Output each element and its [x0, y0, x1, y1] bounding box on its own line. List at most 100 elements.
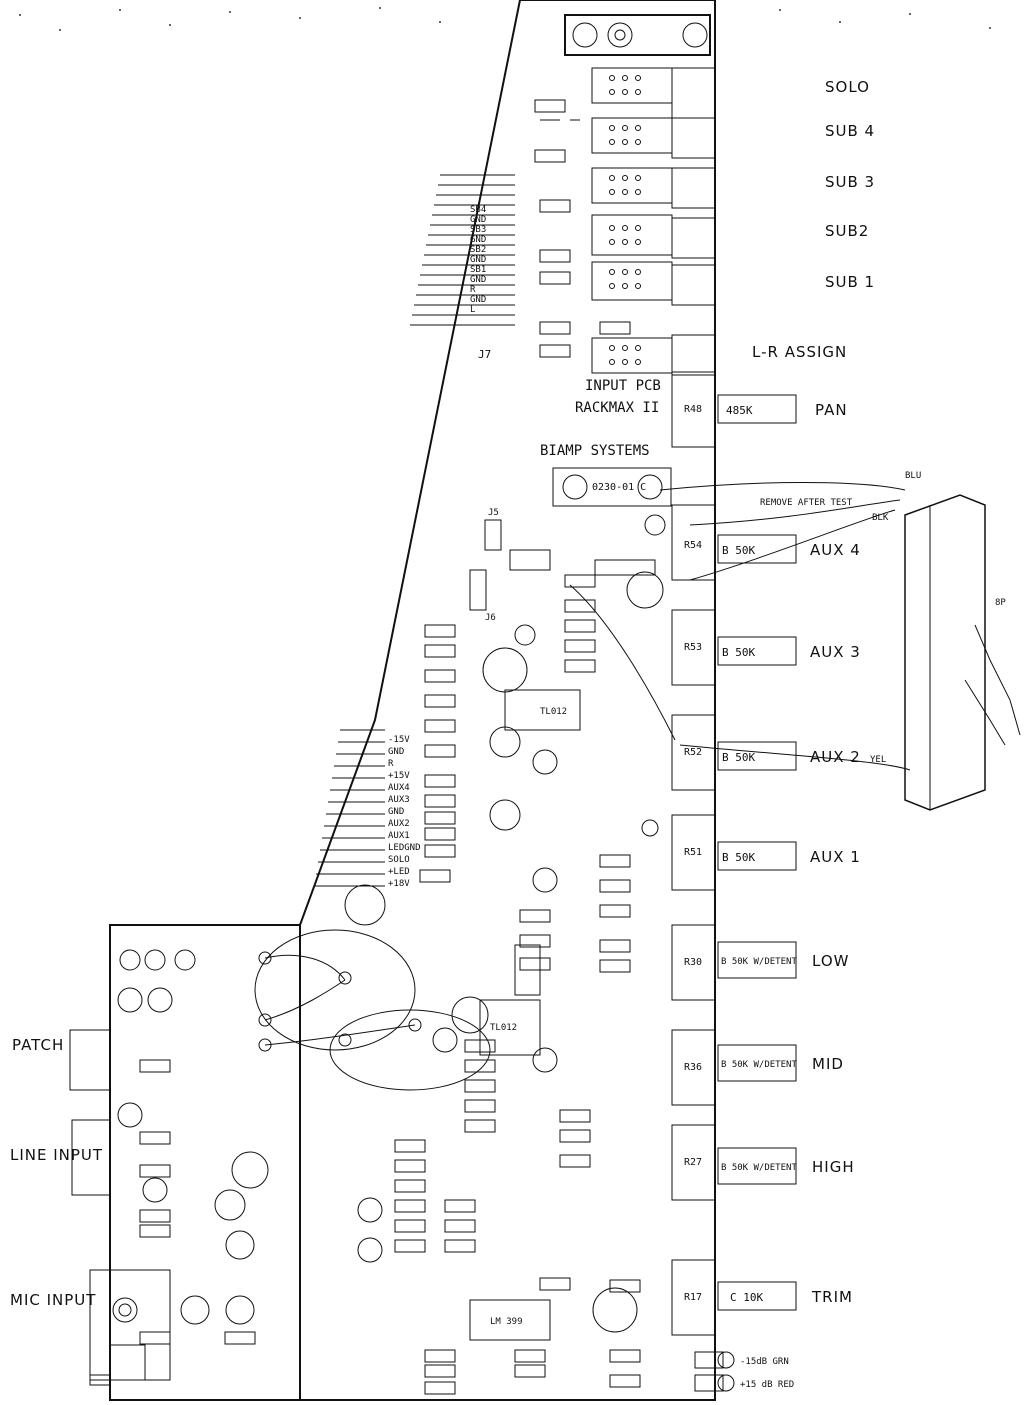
- pot-value-r53: B 50K: [722, 646, 755, 659]
- control-label-lr: L-R ASSIGN: [752, 343, 847, 361]
- ic-u2: [504, 689, 581, 731]
- bus-pin-gnd: GND: [470, 275, 486, 285]
- resistors: [139, 99, 641, 1395]
- control-label-aux3: AUX 3: [810, 643, 861, 661]
- power-pin: AUX4: [388, 783, 410, 793]
- mount-hole: [562, 474, 588, 500]
- power-pin: +18V: [388, 879, 410, 889]
- switch-bank: [591, 67, 716, 376]
- control-label-sub4: SUB 4: [825, 122, 875, 140]
- led-label-d6: -15dB GRN: [740, 1357, 789, 1367]
- patch-pad: [338, 971, 352, 985]
- bus-pin-gnd: GND: [470, 235, 486, 245]
- control-label-mid: MID: [812, 1055, 844, 1073]
- ic-u3: [469, 1299, 551, 1341]
- led-bank: [694, 1351, 735, 1392]
- power-pin: AUX2: [388, 819, 410, 829]
- pot-value-r52: B 50K: [722, 751, 755, 764]
- pot-ref-r52: R52: [684, 747, 702, 758]
- control-label-pan: PAN: [815, 401, 848, 419]
- patch-pad: [338, 1033, 352, 1047]
- scan-noise: [19, 7, 991, 31]
- top-connector: [564, 14, 711, 56]
- power-pin: AUX3: [388, 795, 410, 805]
- jack-label-line: LINE INPUT: [10, 1146, 103, 1164]
- fader-wire-blu: BLU: [905, 471, 921, 481]
- control-label-trim: TRIM: [811, 1288, 853, 1306]
- bus-pin-labels: SB4 GND SB3 GND SB2 GND SB1 GND R GND L: [470, 205, 486, 315]
- mount-hole: [637, 474, 663, 500]
- board-part-number: 0230-01 C: [592, 482, 646, 493]
- control-label-sub2: SUB2: [825, 222, 869, 240]
- pot-value-r27: B 50K W/DETENT: [721, 1163, 797, 1173]
- bus-pin-r: R: [470, 285, 476, 295]
- board-model: RACKMAX II: [575, 400, 659, 416]
- power-pin-labels: -15V GND R +15V AUX4 AUX3 GND AUX2 AUX1 …: [388, 735, 421, 889]
- led-label-d7: +15 dB RED: [740, 1380, 794, 1390]
- ic-u1: [479, 999, 541, 1056]
- connector-j5: J5: [488, 508, 499, 518]
- bus-pin-gnd: GND: [470, 215, 486, 225]
- pot-ref-r30: R30: [684, 957, 702, 968]
- power-pin: SOLO: [388, 855, 410, 865]
- power-pin: LEDGND: [388, 843, 421, 853]
- patch-pad: [258, 1013, 272, 1027]
- pot-value-r17: C 10K: [730, 1291, 763, 1304]
- patch-pad: [258, 951, 272, 965]
- ic-u2-part: TL012: [540, 707, 567, 717]
- power-pin: R: [388, 759, 394, 769]
- bus-pin-sb4: SB4: [470, 205, 486, 215]
- power-header-leads: [314, 729, 385, 887]
- aux-jumper: [509, 549, 551, 571]
- board-name: INPUT PCB: [585, 378, 661, 394]
- power-pin: +LED: [388, 867, 410, 877]
- power-pin: GND: [388, 747, 404, 757]
- ic-u3-part: LM 399: [490, 1317, 523, 1327]
- pot-ref-r54: R54: [684, 540, 702, 551]
- ic-u1-part: TL012: [490, 1023, 517, 1033]
- fader-body: [904, 494, 1021, 811]
- pot-ref-r17: R17: [684, 1292, 702, 1303]
- bus-pin-sb1: SB1: [470, 265, 486, 275]
- switch-dots: [609, 75, 641, 365]
- control-label-sub1: SUB 1: [825, 273, 875, 291]
- bus-pin-sb2: SB2: [470, 245, 486, 255]
- power-pin: GND: [388, 807, 404, 817]
- power-pin: +15V: [388, 771, 410, 781]
- pcb-outline: [109, 0, 716, 1401]
- pot-value-r54: B 50K: [722, 544, 755, 557]
- pot-ref-r53: R53: [684, 642, 702, 653]
- patch-pad: [408, 1018, 422, 1032]
- control-label-sub3: SUB 3: [825, 173, 875, 191]
- jack-section: [69, 949, 255, 1386]
- bus-header-leads: [410, 174, 515, 326]
- bus-pin-sb3: SB3: [470, 225, 486, 235]
- jumper-j6: [469, 569, 487, 611]
- pot-ref-r27: R27: [684, 1157, 702, 1168]
- control-label-aux2: AUX 2: [810, 748, 861, 766]
- bus-pin-gnd: GND: [470, 255, 486, 265]
- pot-ref-r36: R36: [684, 1062, 702, 1073]
- pot-bodies: [671, 371, 716, 1336]
- capacitors: [214, 514, 666, 1333]
- connector-j7: J7: [478, 348, 491, 361]
- patch-pad: [258, 1038, 272, 1052]
- control-label-aux1: AUX 1: [810, 848, 861, 866]
- jack-label-mic: MIC INPUT: [10, 1291, 96, 1309]
- patch-wires: [254, 929, 491, 1091]
- pot-value-r36: B 50K W/DETENT: [721, 1060, 797, 1070]
- power-pin: -15V: [388, 735, 410, 745]
- fader-wire-yel: YEL: [870, 755, 886, 765]
- pot-ref-r51: R51: [684, 847, 702, 858]
- control-label-high: HIGH: [812, 1158, 855, 1176]
- fader-wire-blk: BLK: [872, 513, 889, 523]
- relay: [514, 944, 541, 996]
- control-label-solo: SOLO: [825, 78, 870, 96]
- connector-j6: J6: [485, 613, 496, 623]
- bus-pin-gnd: GND: [470, 295, 486, 305]
- fader-side-label: 8P: [995, 598, 1006, 608]
- part-number-box: [552, 467, 672, 507]
- pot-value-boxes: [717, 394, 797, 1311]
- pot-ref-r48: R48: [684, 404, 702, 415]
